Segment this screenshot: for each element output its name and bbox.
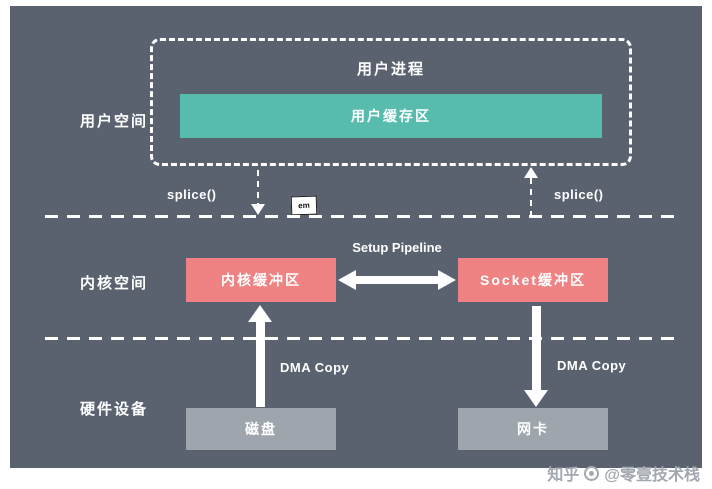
splice-left-label: splice() bbox=[167, 187, 217, 202]
splice-right-arrow-line bbox=[530, 178, 532, 215]
user-process-label: 用户进程 bbox=[356, 61, 425, 78]
diagram-board bbox=[10, 6, 702, 468]
layer-label-user-space: 用户空间 bbox=[80, 113, 149, 130]
separator-user-kernel bbox=[45, 215, 675, 218]
dma-arrow-up-head-icon bbox=[248, 305, 272, 322]
pipeline-arrow-shaft bbox=[356, 276, 438, 284]
user-space-frame bbox=[150, 38, 632, 166]
watermark-avatar-icon bbox=[584, 465, 600, 481]
arrow-left-icon bbox=[338, 270, 356, 290]
dma-copy-right-label: DMA Copy bbox=[557, 358, 627, 373]
splice-left-arrow-line bbox=[257, 170, 259, 206]
kernel-buffer-box: 内核缓冲区 bbox=[186, 258, 336, 302]
arrow-down-icon bbox=[251, 204, 265, 215]
dma-arrow-down-head-icon bbox=[524, 390, 548, 407]
watermark: 知乎 @零壹技术栈 bbox=[547, 461, 700, 485]
layer-label-hardware: 硬件设备 bbox=[80, 401, 149, 418]
nic-box: 网卡 bbox=[458, 408, 608, 450]
watermark-handle: @零壹技术栈 bbox=[604, 467, 700, 484]
watermark-brand: 知乎 bbox=[547, 467, 580, 484]
dma-arrow-up-shaft bbox=[256, 322, 265, 407]
layer-label-kernel-space: 内核空间 bbox=[80, 275, 149, 292]
separator-kernel-hardware bbox=[45, 337, 675, 340]
user-buffer-box: 用户缓存区 bbox=[180, 94, 602, 138]
em-badge-icon: em bbox=[290, 195, 318, 216]
setup-pipeline-label: Setup Pipeline bbox=[352, 240, 442, 255]
arrow-up-icon bbox=[524, 167, 538, 178]
socket-buffer-box: Socket缓冲区 bbox=[458, 258, 608, 302]
arrow-right-icon bbox=[438, 270, 456, 290]
dma-copy-left-label: DMA Copy bbox=[280, 360, 350, 375]
splice-right-label: splice() bbox=[554, 187, 604, 202]
disk-box: 磁盘 bbox=[186, 408, 336, 450]
dma-arrow-down-shaft bbox=[532, 306, 541, 390]
